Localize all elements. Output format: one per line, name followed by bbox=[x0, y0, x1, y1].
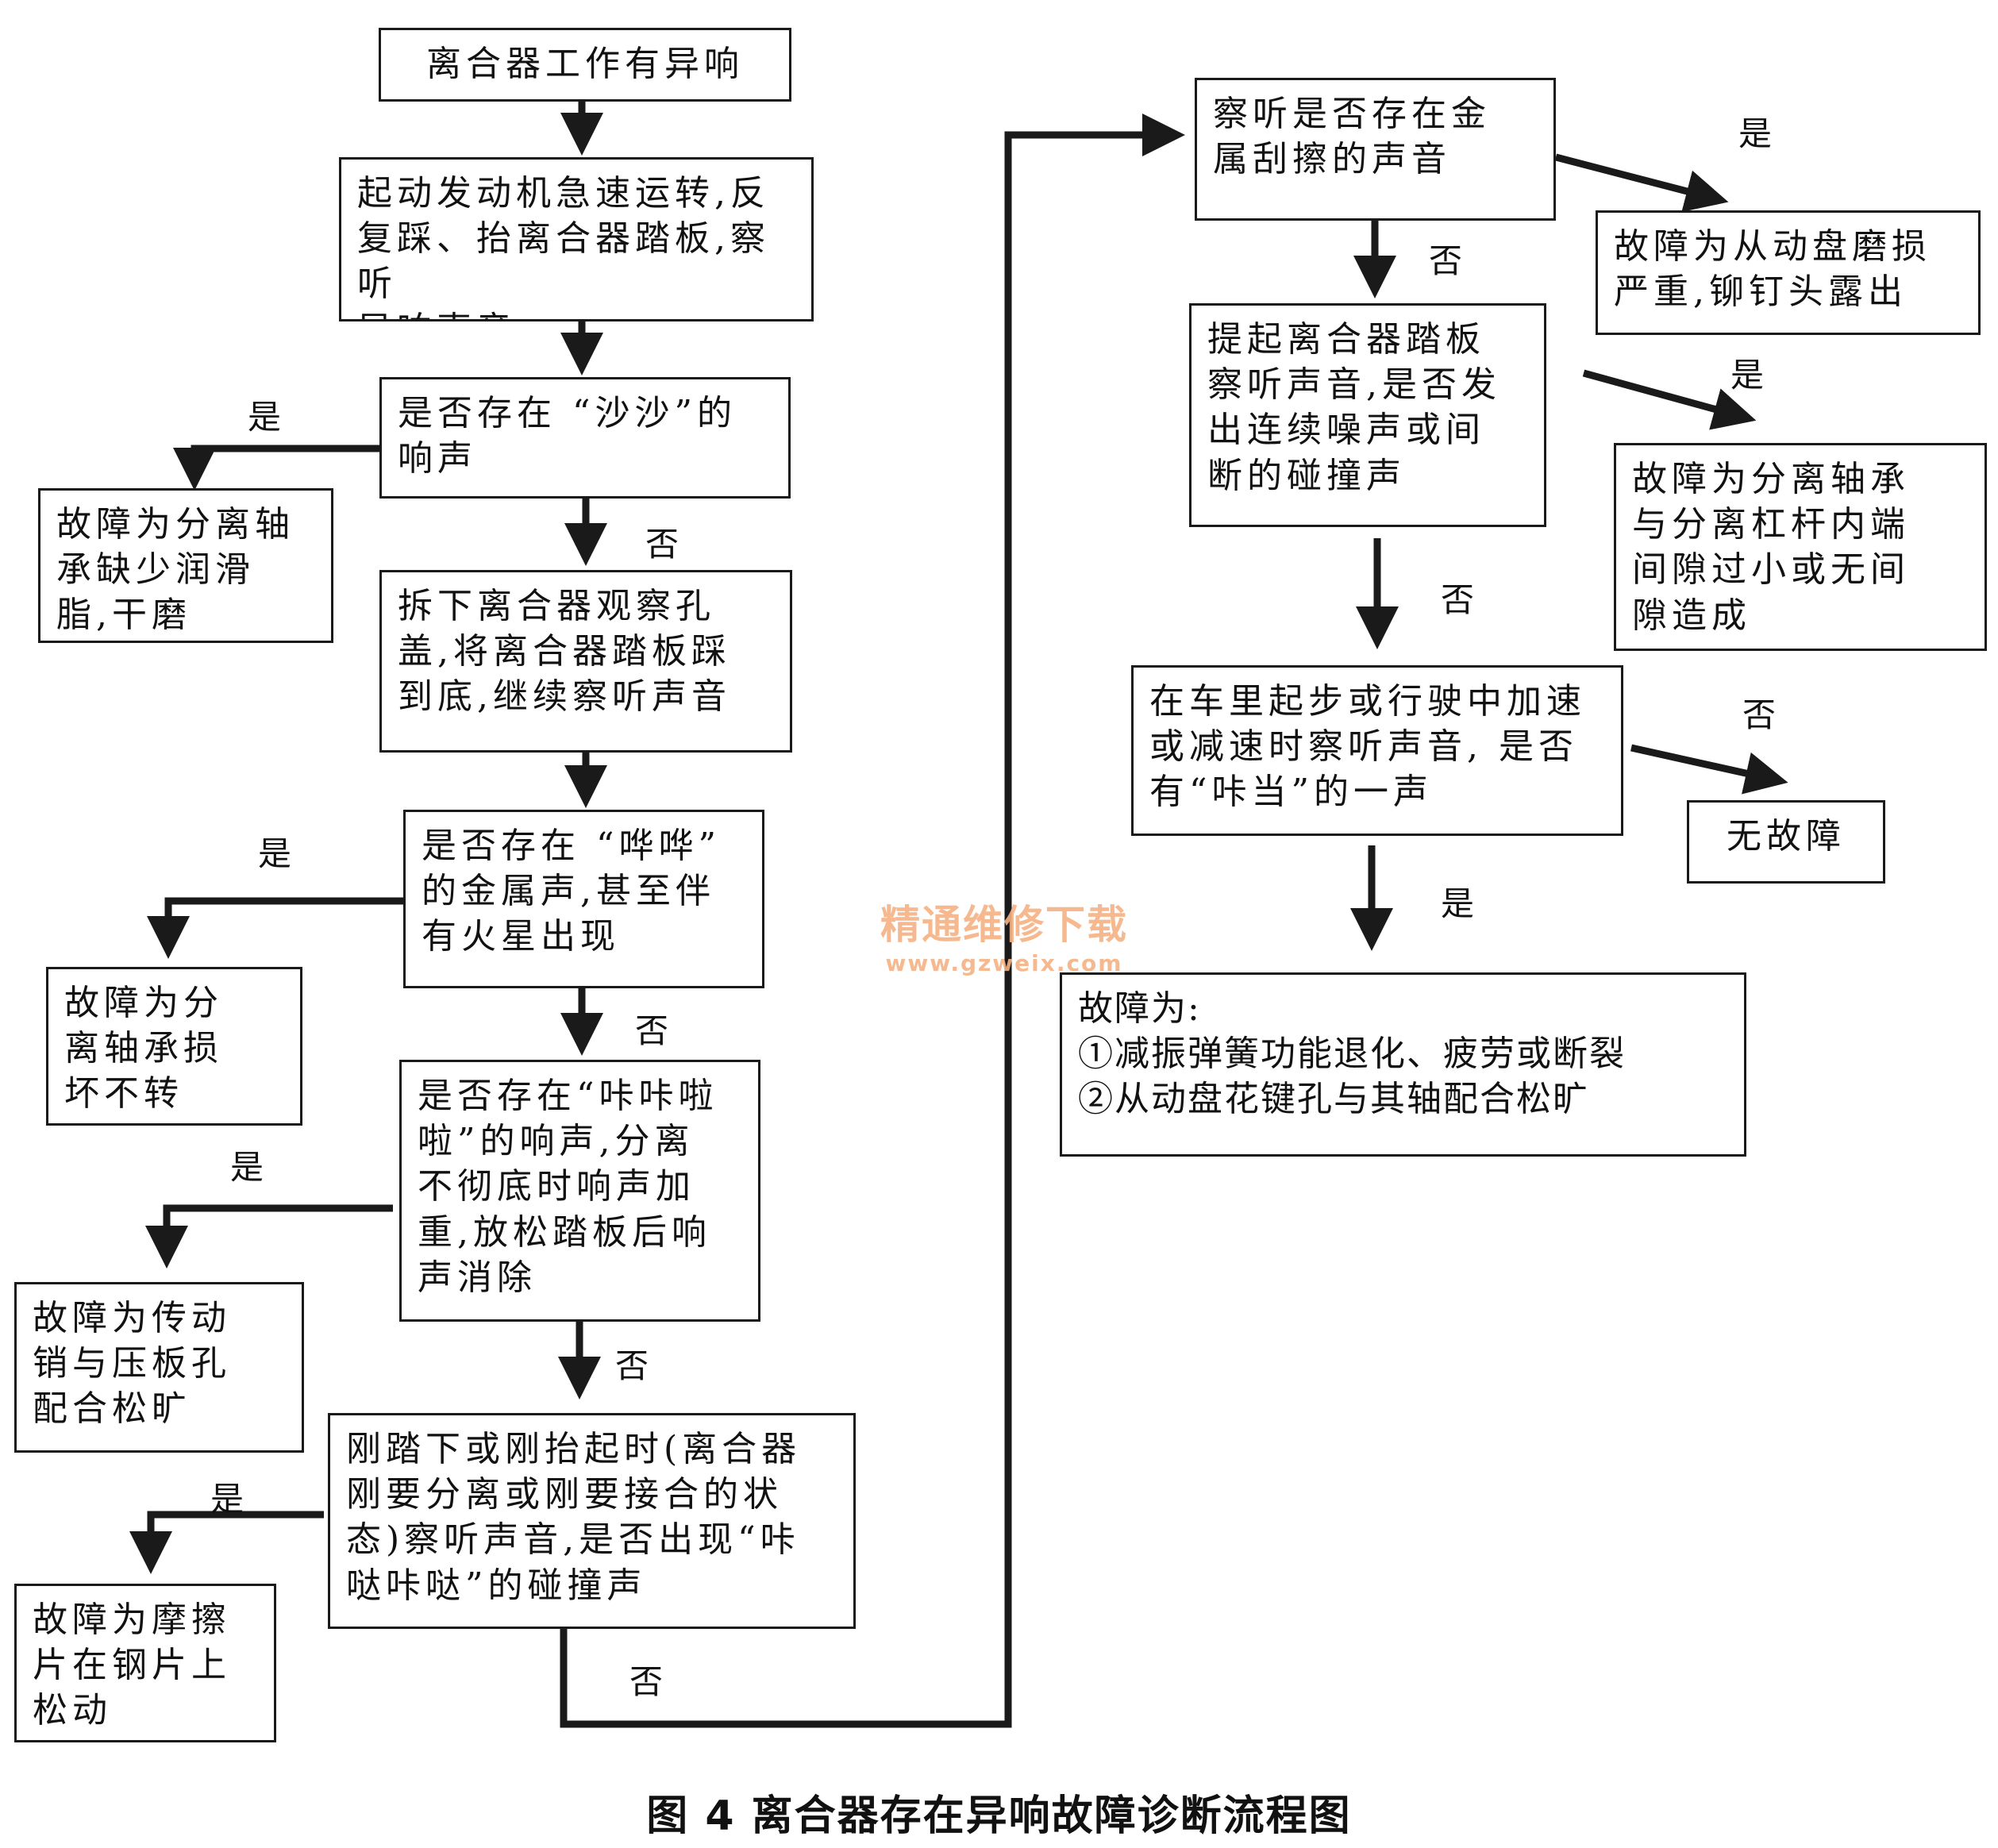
label-yes-q4: 是 bbox=[210, 1480, 244, 1519]
result-bearing-damaged: 故障为分 离轴承损 坏不转 bbox=[46, 967, 302, 1126]
result-driven-plate-worn: 故障为从动盘磨损 严重,铆钉头露出 bbox=[1596, 210, 1981, 335]
label-no-q6: 否 bbox=[1441, 580, 1475, 619]
step-remove-cover: 拆下离合器观察孔 盖,将离合器踏板踩 到底,继续察听声音 bbox=[379, 570, 792, 753]
label-yes-q2: 是 bbox=[258, 834, 292, 873]
arrow-q3-yes bbox=[145, 1204, 393, 1269]
question-rustle-sound: 是否存在 “沙沙”的 响声 bbox=[379, 377, 791, 499]
label-no-q1: 否 bbox=[645, 525, 679, 564]
label-no-q7: 否 bbox=[1742, 695, 1777, 734]
result-no-fault: 无故障 bbox=[1687, 800, 1885, 884]
watermark-title: 精通维修下载 bbox=[880, 902, 1128, 948]
start-node: 离合器工作有异响 bbox=[379, 28, 791, 102]
result-bearing-lacks-grease: 故障为分离轴 承缺少润滑 脂,干磨 bbox=[38, 488, 333, 643]
label-yes-q7: 是 bbox=[1441, 884, 1475, 923]
arrow-q2-yes bbox=[147, 897, 403, 959]
result-bearing-lever-gap: 故障为分离轴承 与分离杠杆内端 间隙过小或无间 隙造成 bbox=[1614, 443, 1987, 651]
label-yes-q1: 是 bbox=[248, 398, 282, 437]
figure-caption: 图 4 离合器存在异响故障诊断流程图 bbox=[646, 1792, 1352, 1840]
question-clunk-on-acceleration: 在车里起步或行驶中加速 或减速时察听声音, 是否 有“咔当”的一声 bbox=[1131, 665, 1623, 836]
arrow-q7-no bbox=[1630, 744, 1788, 795]
question-lift-pedal-noise: 提起离合器踏板 察听声音,是否发 出连续噪声或间 断的碰撞声 bbox=[1189, 303, 1546, 527]
label-no-q5: 否 bbox=[1429, 241, 1463, 280]
label-yes-q3: 是 bbox=[230, 1148, 264, 1187]
arrow-q6-yes bbox=[1582, 369, 1757, 430]
arrow-q1-yes bbox=[173, 445, 379, 491]
step-start-engine: 起动发动机急速运转,反 复踩、抬离合器踏板,察听 异响声音 bbox=[339, 157, 814, 321]
question-metal-scraping: 察听是否存在金 属刮擦的声音 bbox=[1195, 78, 1556, 221]
label-no-q3: 否 bbox=[615, 1346, 649, 1385]
question-click-collision: 刚踏下或刚抬起时(离合器 刚要分离或刚要接合的状 态)察听声音,是否出现“咔 哒… bbox=[328, 1413, 856, 1629]
arrow-q4-yes bbox=[129, 1511, 324, 1574]
arrow-q5-yes bbox=[1554, 153, 1729, 213]
label-yes-q5: 是 bbox=[1738, 114, 1773, 153]
result-friction-plate-loose: 故障为摩擦 片在钢片上 松动 bbox=[14, 1584, 276, 1742]
label-no-q2: 否 bbox=[635, 1011, 669, 1050]
watermark-url: www.gzweix.com bbox=[885, 950, 1123, 976]
watermark: 精通维修下载 www.gzweix.com bbox=[861, 893, 1147, 976]
question-clattering-sound: 是否存在“咔咔啦 啦”的响声,分离 不彻底时响声加 重,放松踏板后响 声消除 bbox=[399, 1060, 760, 1322]
result-drive-pin-loose: 故障为传动 销与压板孔 配合松旷 bbox=[14, 1282, 304, 1453]
label-no-q4: 否 bbox=[629, 1662, 664, 1701]
label-yes-q6: 是 bbox=[1730, 356, 1765, 395]
arrow-q4-no-to-q5 bbox=[560, 114, 1185, 1728]
result-damper-spring-or-spline: 故障为: ①减振弹簧功能退化、疲劳或断裂 ②从动盘花键孔与其轴配合松旷 bbox=[1060, 972, 1746, 1157]
question-metal-grinding-sparks: 是否存在 “哗哗” 的金属声,甚至伴 有火星出现 bbox=[403, 810, 764, 988]
